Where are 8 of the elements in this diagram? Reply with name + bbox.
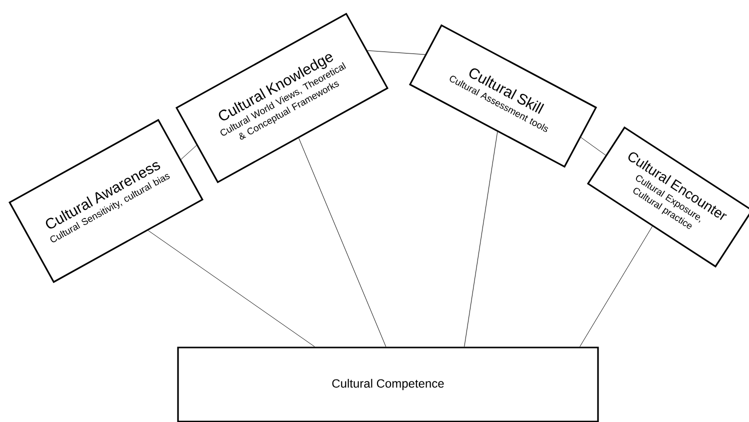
connector-line bbox=[464, 132, 498, 347]
connector-line bbox=[148, 230, 315, 347]
connector-line bbox=[180, 145, 197, 160]
outcome-box: Cultural Competence bbox=[177, 346, 599, 422]
connector-line bbox=[580, 137, 606, 156]
connector-line bbox=[367, 50, 426, 55]
connector-line bbox=[580, 226, 653, 347]
connector-line bbox=[298, 138, 386, 347]
